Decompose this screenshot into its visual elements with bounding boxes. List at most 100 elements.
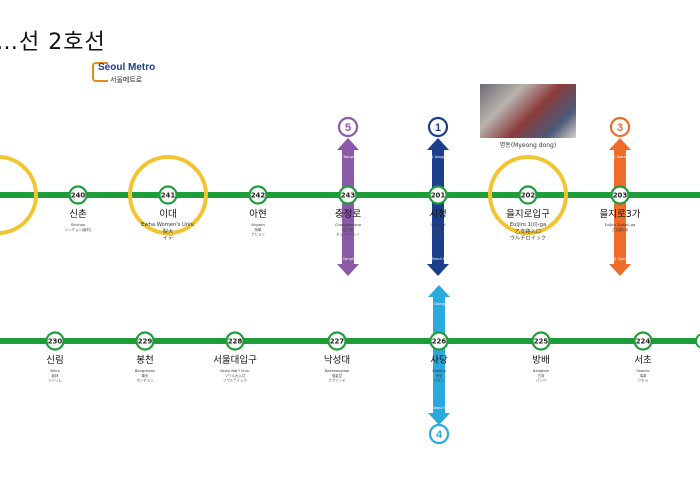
top-station-2-name-jp-1: イデ xyxy=(163,234,174,242)
top-station-4-name-jp-1: チュンジョンノ xyxy=(336,232,360,237)
bottom-continuation-marker xyxy=(695,333,700,349)
top-station-1-number: 240 xyxy=(71,192,86,200)
bottom-station-5-marker xyxy=(531,331,551,351)
top-station-4-name-jp-0: 忠正路 xyxy=(343,227,354,232)
bottom-station-6-name-jp-0: 瑞草 xyxy=(640,373,647,378)
bottom-station-6-marker xyxy=(633,331,653,351)
top-station-7-name-jp-0: 乙支路3街 xyxy=(612,227,628,232)
bottom-station-5-name-jp-0: 方背 xyxy=(538,373,545,378)
bottom-station-6-number: 224 xyxy=(636,338,651,346)
top-station-3-name-en: Ahyeon xyxy=(251,223,265,227)
line5-arrow-head-up-icon xyxy=(337,138,359,150)
top-station-6-name-en: Euljiro 1(il)-ga xyxy=(510,222,546,228)
bottom-station-6-name-jp-1: ソチョ xyxy=(638,378,648,383)
bottom-station-3-name-ko: 낙성대 xyxy=(324,355,350,366)
line4-arrow-shaft xyxy=(433,295,445,415)
top-station-6-name-jp-1: ウルチロイック xyxy=(510,234,546,242)
bottom-station-0-marker xyxy=(45,331,65,351)
bottom-station-0-name-en: Sillim xyxy=(50,369,60,373)
top-station-6-name-jp-0: 乙支路入口 xyxy=(515,227,541,235)
line4-badge-label: 4 xyxy=(436,429,443,441)
line3-arrow-up-label: 대화 Daehwa xyxy=(609,154,631,159)
top-station-5-name-jp-0: 市庁 xyxy=(435,227,442,232)
bottom-station-3-marker xyxy=(327,331,347,351)
top-station-4-name-ko: 충정로 xyxy=(335,209,361,220)
top-station-5-name-ko: 시청 xyxy=(429,209,446,220)
bottom-station-6-name-en: Seocho xyxy=(636,369,649,373)
bottom-station-0-name-ko: 신림 xyxy=(46,354,63,366)
line3-arrow-shaft xyxy=(614,148,626,266)
line1-arrow-down-label: 서울역 Seoul Station xyxy=(421,256,456,261)
bottom-station-3-name-jp-0: 落星垈 xyxy=(332,373,343,378)
line3-badge-label: 3 xyxy=(617,122,623,134)
top-station-1-name-jp-0: シンチョン(新村) xyxy=(65,227,92,232)
top-station-3-name-jp-1: アヒョン xyxy=(251,232,265,237)
line4-arrow-head-up-icon xyxy=(428,285,450,297)
top-station-3-number: 242 xyxy=(251,192,266,200)
top-station-1-name-en: Sinchon xyxy=(71,223,85,227)
top-station-4-number: 243 xyxy=(341,192,356,200)
line3-arrow-down-label: 오금 Ogeum xyxy=(610,257,631,261)
top-station-5-name-jp-1: シチョン xyxy=(431,232,445,237)
line1-badge-circle xyxy=(427,116,449,138)
line4-arrow-up-label: 당고개 Danggogae xyxy=(423,301,456,306)
bottom-station-4-name-en: Sadang xyxy=(432,369,446,373)
bottom-station-3-name-en: Nakseongdae xyxy=(325,369,350,373)
bottom-station-2-number: 228 xyxy=(228,338,243,346)
myeongdong-photo xyxy=(480,84,576,138)
bottom-station-4-name-jp-1: サダン xyxy=(434,378,445,383)
top-station-4-marker xyxy=(338,185,358,205)
logo-korean: 서울메트로 xyxy=(110,76,143,84)
bottom-station-1-name-en: Bongcheon xyxy=(135,369,155,373)
top-station-3-marker xyxy=(248,185,268,205)
bottom-station-1-marker xyxy=(135,331,155,351)
bottom-station-1-name-ko: 봉천 xyxy=(136,355,153,366)
bottom-station-4-name-ko: 사당 xyxy=(430,355,448,366)
bottom-station-2-name-en: Seoul Nat'l Univ. xyxy=(220,369,249,373)
bottom-station-4-name-jp-0: 舎堂 xyxy=(436,373,443,378)
bottom-station-1-number: 229 xyxy=(138,338,153,346)
line5-arrow-up-label: 방화 Banghwa xyxy=(336,154,360,159)
line1-arrow-shaft xyxy=(432,148,444,266)
top-station-7-number: 203 xyxy=(613,192,628,200)
bottom-station-2-name-ko: 서울대입구 xyxy=(213,354,257,366)
line4-arrow-down-label: 서울역 Seoul Station xyxy=(422,405,457,410)
bottom-station-4-number: 226 xyxy=(432,338,447,346)
top-station-2-number: 241 xyxy=(161,192,176,200)
top-station-5-name-en: City Hall xyxy=(430,223,445,227)
top-station-5-marker xyxy=(428,185,448,205)
line1-badge-label: 1 xyxy=(435,122,441,134)
top-station-2-name-en: Ewha Women's Univ. xyxy=(141,222,195,228)
line5-arrow-shaft xyxy=(342,148,354,266)
bottom-station-3-name-jp-1: ナクソンデ xyxy=(329,378,347,383)
line4-badge-circle xyxy=(428,423,450,445)
top-station-7-name-en: Euljiro 3(sam)-ga xyxy=(605,223,636,227)
line1-arrow-head-up-icon xyxy=(427,138,449,150)
bottom-station-6-name-ko: 서초 xyxy=(634,355,652,366)
top-station-7-marker xyxy=(610,185,630,205)
line5-arrow-down-label: 상일동 Sangil-dong xyxy=(332,256,364,261)
bottom-station-5-name-jp-1: パンベ xyxy=(536,378,547,383)
line5-badge-label: 5 xyxy=(345,122,351,134)
bottom-station-2-name-jp-1: ソウルテイック xyxy=(223,378,247,383)
line3-arrow-head-down-icon xyxy=(609,264,631,276)
top-station-4-name-en: Chungjeongno xyxy=(335,223,361,227)
logo-english: Seoul Metro xyxy=(98,62,156,73)
logo-mark-icon xyxy=(92,62,108,82)
bottom-station-0-name-jp-0: 新林 xyxy=(52,373,59,378)
bottom-station-5-number: 225 xyxy=(534,338,549,346)
top-station-2-name-jp-0: 梨大 xyxy=(163,227,173,235)
bottom-station-1-name-jp-1: ポンチョン xyxy=(137,378,155,383)
top-station-6-number: 202 xyxy=(521,192,536,200)
line3-arrow-head-up-icon xyxy=(609,138,631,150)
top-station-0-highlight-ring xyxy=(0,155,38,235)
top-station-7-name-ko: 을지로3가 xyxy=(599,209,640,220)
bottom-station-5-name-en: Bangbae xyxy=(533,369,550,373)
page-title: …선 2호선 xyxy=(0,30,106,55)
top-station-3-name-jp-0: 阿峴 xyxy=(255,227,262,232)
top-station-1-name-ko: 신촌 xyxy=(69,209,87,220)
top-station-6-name-ko: 을지로입구 xyxy=(506,208,550,220)
line5-badge-circle xyxy=(337,116,359,138)
top-station-3-name-ko: 아현 xyxy=(249,209,266,220)
bottom-station-0-name-jp-1: シンリム xyxy=(48,378,62,383)
